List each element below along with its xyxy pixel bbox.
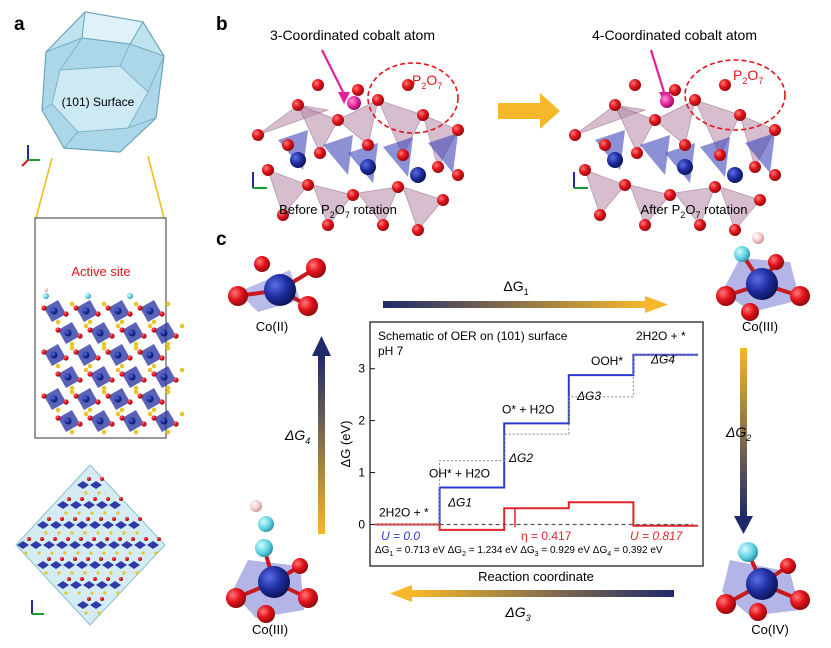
energy-steps <box>375 353 698 531</box>
label-g3: ΔG3 <box>504 604 530 623</box>
chart-footnote: ΔG1 = 0.713 eV ΔG2 = 1.234 eV ΔG3 = 0.92… <box>375 545 663 558</box>
zoom-line-right <box>147 155 165 219</box>
y-tick-label-1: 1 <box>358 466 365 480</box>
cluster-co-iii-top <box>716 232 810 321</box>
rotation-arrow <box>498 93 560 129</box>
chart-subtitle: pH 7 <box>378 344 404 358</box>
intermediate-label-2: O* + H2O <box>502 402 554 416</box>
panel-label-a: a <box>14 14 25 35</box>
chart-y-label: ΔG (eV) <box>338 421 353 468</box>
intermediate-label-4: 2H2O + * <box>636 329 686 343</box>
intermediate-label-0: 2H2O + * <box>379 505 429 519</box>
label-g4: ΔG4 <box>284 427 310 446</box>
axis-triad-b1 <box>252 172 267 189</box>
intermediate-label-1: OH* + H2O <box>429 466 490 480</box>
slab-structure <box>41 288 185 435</box>
panel-b: 3-Coordinated cobalt atom 4-Coordinated … <box>252 27 786 236</box>
u-blue-label: U = 0.0 <box>381 529 420 543</box>
panel-a: (101) Surface Active site <box>15 11 185 626</box>
right-p2o7-ellipse <box>684 59 786 131</box>
ideal-steps-line <box>375 354 698 525</box>
right-p2o7-label: P2O7 <box>733 67 763 86</box>
y-tick-label-0: 0 <box>358 517 365 531</box>
axis-triad-a1 <box>21 145 40 167</box>
panel-label-b: b <box>216 14 228 35</box>
left-structure-title: 3-Coordinated cobalt atom <box>270 27 435 43</box>
panel-label-c: c <box>216 229 227 250</box>
right-caption: After P2O7 rotation <box>641 202 748 220</box>
state-co-iv: Co(IV) <box>751 622 789 637</box>
left-p2o7-ellipse <box>367 62 459 134</box>
step-label-0: ΔG1 <box>447 495 472 509</box>
intermediate-label-3: OOH* <box>591 354 623 368</box>
step-label-3: ΔG4 <box>650 353 675 367</box>
crystal-polyhedron: (101) Surface <box>41 11 165 153</box>
state-co-ii: Co(II) <box>256 319 289 334</box>
label-g2: ΔG2 <box>725 424 751 443</box>
state-co-iii-bottom: Co(III) <box>252 622 288 637</box>
arrow-g2 <box>734 348 753 534</box>
zoom-line-left <box>35 157 53 219</box>
step-labels: 2H2O + * OH* + H2O O* + H2O OOH* 2H2O + * ΔG1… <box>379 329 686 543</box>
active-site-label: Active site <box>71 264 130 279</box>
left-p2o7-label: P2O7 <box>412 72 442 91</box>
right-structure-title: 4-Coordinated cobalt atom <box>592 27 757 43</box>
y-tick-label-3: 3 <box>358 362 365 376</box>
y-tick-label-2: 2 <box>358 414 365 428</box>
eta-label: η = 0.417 <box>521 529 572 543</box>
left-structure <box>252 79 464 236</box>
arrow-g3 <box>390 585 674 602</box>
step-label-1: ΔG2 <box>508 451 533 465</box>
cluster-co-ii <box>228 256 326 316</box>
left-pointer-arrow <box>321 49 344 93</box>
oer-energy-chart: Schematic of OER on (101) surface pH 7 Δ… <box>338 321 704 584</box>
right-structure <box>569 79 781 236</box>
panel-c: Co(II) Co(III) <box>226 232 810 637</box>
arrow-g1 <box>383 296 668 313</box>
chart-title: Schematic of OER on (101) surface <box>378 329 568 343</box>
step-label-2: ΔG3 <box>576 389 601 403</box>
right-pointer-arrow <box>649 49 666 93</box>
surface-label: (101) Surface <box>62 95 135 109</box>
top-view-structure <box>15 464 166 626</box>
axis-triad-b2 <box>573 172 588 189</box>
left-pointer-head <box>338 92 350 104</box>
label-g1: ΔG1 <box>503 278 528 297</box>
axis-triad-a2 <box>31 600 44 615</box>
cluster-co-iii-bottom <box>226 500 318 623</box>
arrow-g4 <box>312 336 331 534</box>
state-co-iii-top: Co(III) <box>742 319 778 334</box>
chart-x-label: Reaction coordinate <box>478 569 594 584</box>
u-red-label: U = 0.817 <box>630 529 684 543</box>
left-caption: Before P2O7 rotation <box>279 202 397 220</box>
series-1-line <box>375 501 698 531</box>
cluster-co-iv <box>716 542 810 621</box>
y-ticks: 0 1 2 3 <box>358 362 375 531</box>
